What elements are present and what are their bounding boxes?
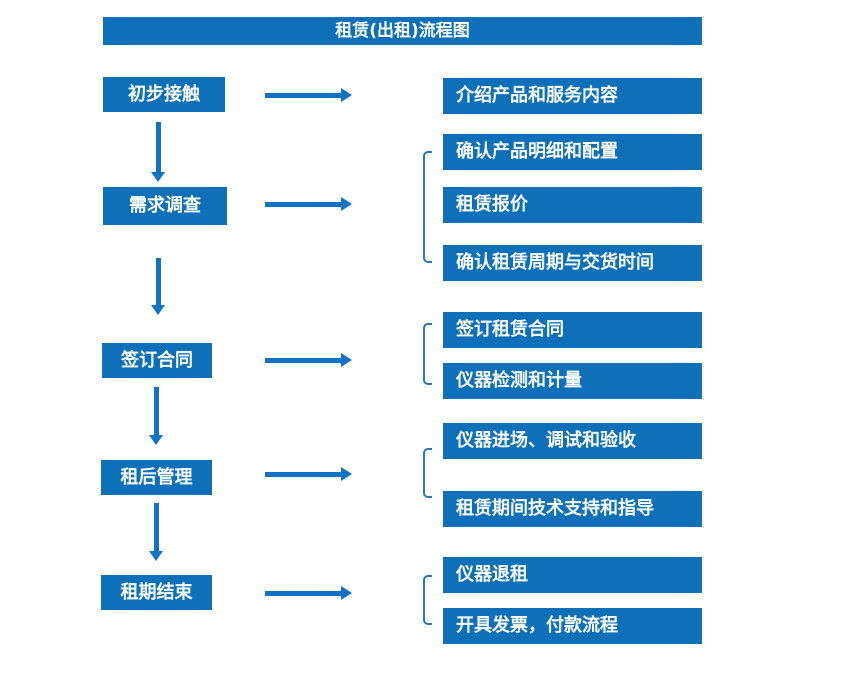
arrow-head	[151, 172, 165, 182]
group-bracket-sign-contract	[423, 323, 432, 385]
output-box-invoice-payment: 开具发票，付款流程	[443, 608, 702, 644]
step-box-lease-end: 租期结束	[101, 575, 212, 610]
output-box-instrument-return: 仪器退租	[443, 557, 702, 593]
group-bracket-post-rental	[423, 448, 432, 498]
arrow-head	[341, 88, 352, 102]
arrow-head	[149, 435, 163, 445]
right-arrow-2	[265, 197, 352, 211]
diagram-title: 租赁(出租)流程图	[103, 17, 702, 45]
output-box-technical-support: 租赁期间技术支持和指导	[443, 491, 702, 527]
arrow-shaft	[155, 122, 161, 172]
arrow-shaft	[153, 503, 159, 551]
down-arrow-4	[149, 503, 163, 561]
arrow-head	[341, 197, 352, 211]
step-box-demand-survey: 需求调查	[103, 187, 227, 225]
group-bracket-demand-survey	[423, 151, 432, 263]
output-box-sign-rental-contract: 签订租赁合同	[443, 312, 702, 348]
arrow-head	[341, 586, 352, 600]
right-arrow-4	[265, 467, 352, 481]
right-arrow-1	[265, 88, 352, 102]
output-box-confirm-rental-period: 确认租赁周期与交货时间	[443, 245, 702, 281]
output-box-introduce-products: 介绍产品和服务内容	[443, 78, 702, 114]
arrow-shaft	[265, 471, 341, 477]
step-box-sign-contract: 签订合同	[102, 343, 212, 378]
down-arrow-3	[149, 387, 163, 445]
arrow-shaft	[153, 387, 159, 435]
arrow-shaft	[155, 258, 161, 305]
output-box-confirm-product-details: 确认产品明细和配置	[443, 134, 702, 170]
output-box-instrument-installation: 仪器进场、调试和验收	[443, 423, 702, 459]
arrow-shaft	[265, 201, 341, 207]
arrow-shaft	[265, 590, 341, 596]
right-arrow-5	[265, 586, 352, 600]
arrow-head	[341, 353, 352, 367]
step-box-initial-contact: 初步接触	[103, 77, 225, 112]
output-box-instrument-testing: 仪器检测和计量	[443, 363, 702, 399]
down-arrow-1	[151, 122, 165, 182]
arrow-head	[149, 551, 163, 561]
arrow-head	[151, 305, 165, 315]
arrow-shaft	[265, 357, 341, 363]
arrow-head	[341, 467, 352, 481]
right-arrow-3	[265, 353, 352, 367]
arrow-shaft	[265, 92, 341, 98]
step-box-post-rental-management: 租后管理	[101, 460, 212, 495]
group-bracket-lease-end	[423, 575, 432, 625]
down-arrow-2	[151, 258, 165, 315]
output-box-rental-quotation: 租赁报价	[443, 187, 702, 223]
